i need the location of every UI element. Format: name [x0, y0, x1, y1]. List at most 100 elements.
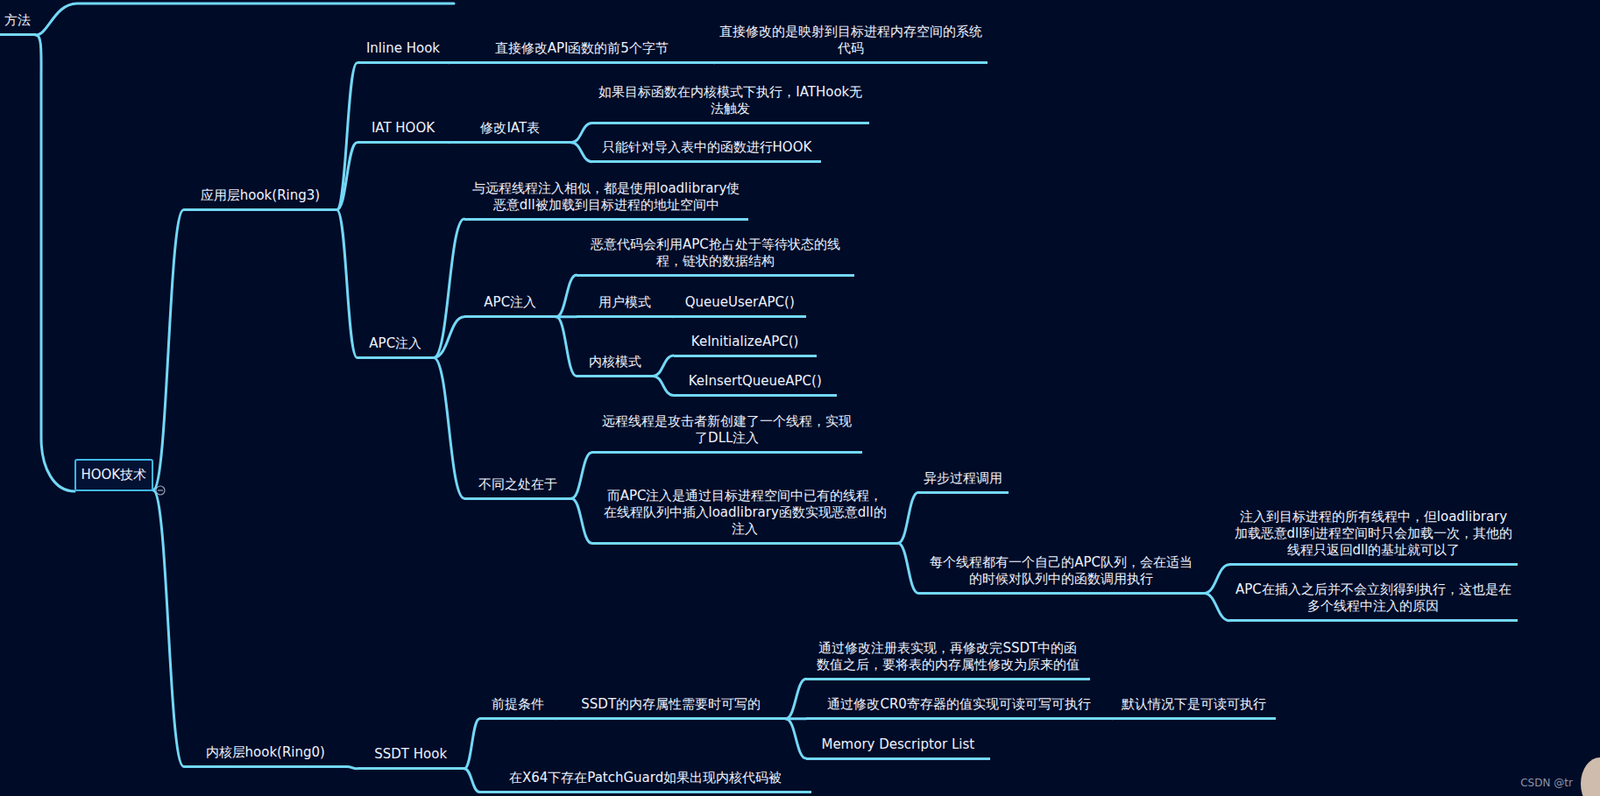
branch-connector [433, 317, 465, 359]
topic-node: 通过修改CR0寄存器的值实现可读可写可执行 [806, 696, 1112, 721]
branch-connector [571, 142, 592, 163]
node-text: KeInsertQueueAPC() [688, 373, 822, 390]
branch-connector [652, 355, 673, 376]
branch-connector [336, 63, 357, 211]
topic-node: Inline Hook [357, 40, 450, 64]
collapse-toggle [157, 489, 163, 491]
node-text: HOOK技术 [80, 467, 147, 484]
topic-node: 默认情况下是可读可执行 [1111, 696, 1275, 721]
node-text: 应用层hook(Ring3) [200, 187, 320, 205]
branch-connector [898, 543, 919, 594]
node-text: SSDT Hook [374, 746, 447, 764]
node-text: 用户模式 [598, 294, 652, 312]
node-text: 直接修改API函数的前5个字节 [495, 40, 669, 57]
topic-node: IAT HOOK [357, 120, 450, 144]
branch-connector [464, 769, 480, 793]
branch-connector [1203, 593, 1230, 621]
branch-connector [336, 210, 357, 359]
branch-connector [652, 375, 673, 396]
branch-connector [556, 317, 577, 377]
topic-node: 注入到目标进程的所有线程中，但loadlibrary加载恶意dll到进程空间时只… [1229, 509, 1517, 567]
topic-node: QueueUserAPC() [673, 294, 807, 319]
topic-node: 只能针对导入表中的函数进行HOOK [591, 139, 822, 163]
topic-node: 内核模式 [576, 353, 653, 378]
topic-node: 不同之处在于 [464, 476, 572, 501]
topic-node: 而APC注入是通过目标进程空间中已有的线程，在线程队列中插入loadlibrar… [591, 488, 898, 546]
branch-line [35, 35, 75, 492]
branch-connector [1203, 565, 1230, 595]
node-text: 不同之处在于 [478, 476, 558, 494]
node-text: 内核层hook(Ring0) [205, 744, 326, 762]
topic-node: 通过修改注册表实现，再修改完SSDT中的函数值之后，要将表的内存属性修改为原来的… [806, 640, 1091, 681]
topic-node: 应用层hook(Ring3) [184, 187, 338, 212]
node-text: 异步过程调用 [923, 470, 1003, 488]
node-text: 在X64下存在PatchGuard如果出现内核代码被 [509, 770, 782, 787]
node-text: 与远程线程注入相似，都是使用loadlibrary使恶意dll被加载到目标进程的… [470, 180, 742, 214]
branch-line [35, 3, 454, 36]
node-text: Memory Descriptor List [821, 736, 975, 754]
topic-node: APC注入 [357, 335, 434, 360]
topic-node: KeInsertQueueAPC() [673, 373, 837, 397]
node-text: 注入到目标进程的所有线程中，但loadlibrary加载恶意dll到进程空间时只… [1232, 509, 1514, 560]
node-text: 方法 [4, 12, 31, 29]
branch-connector [898, 492, 919, 544]
node-text: APC注入 [483, 294, 537, 312]
branch-connector [153, 210, 185, 491]
mascot-figure [1580, 757, 1600, 796]
node-text: 默认情况下是可读可执行 [1121, 696, 1267, 714]
node-text: 通过修改CR0寄存器的值实现可读可写可执行 [827, 696, 1091, 714]
branch-connector [785, 679, 807, 719]
topic-node: 方法 [0, 12, 36, 36]
node-text: 每个线程都有一个自己的APC队列，会在适当的时候对队列中的函数调用执行 [926, 554, 1197, 588]
topic-node: KeInitializeAPC() [673, 333, 817, 358]
node-text: 只能针对导入表中的函数进行HOOK [601, 139, 813, 156]
topic-node: SSDT的内存属性需要时可写的 [556, 696, 786, 721]
node-text: 通过修改注册表实现，再修改完SSDT中的函数值之后，要将表的内存属性修改为原来的… [814, 640, 1082, 674]
topic-node: 前提条件 [479, 696, 556, 721]
node-text: APC注入 [368, 335, 422, 353]
topic-node: 用户模式 [576, 294, 674, 319]
node-text: 恶意代码会利用APC抢占处于等待状态的线程，链状的数据结构 [580, 236, 851, 270]
branch-connector [571, 498, 592, 544]
topic-node: 远程线程是攻击者新创建了一个线程，实现了DLL注入 [591, 413, 863, 454]
topic-node: 如果目标函数在内核模式下执行，IATHook无法触发 [591, 84, 870, 125]
topic-node: 在X64下存在PatchGuard如果出现内核代码被 [479, 770, 811, 794]
node-text: Inline Hook [366, 40, 440, 57]
topic-node: 恶意代码会利用APC抢占处于等待状态的线程，链状的数据结构 [576, 236, 855, 277]
node-text: IAT HOOK [371, 120, 435, 137]
root-box: HOOK技术 [74, 459, 154, 492]
node-text: 内核模式 [588, 353, 642, 371]
node-text: 前提条件 [491, 696, 545, 714]
topic-node: 直接修改的是映射到目标进程内存空间的系统代码 [714, 23, 988, 64]
branch-connector [153, 490, 185, 768]
topic-node: Memory Descriptor List [806, 736, 991, 761]
topic-node: 修改IAT表 [448, 120, 572, 144]
topic-node: 异步过程调用 [918, 470, 1008, 495]
branch-connector [433, 219, 465, 358]
node-text: QueueUserAPC() [685, 294, 795, 312]
node-text: 远程线程是攻击者新创建了一个线程，实现了DLL注入 [599, 413, 855, 447]
branch-connector [346, 766, 358, 769]
node-text: APC在插入之后并不会立刻得到执行，这也是在多个线程中注入的原因 [1232, 581, 1514, 616]
watermark: CSDN @tr [1520, 777, 1573, 790]
branch-connector [571, 123, 592, 143]
topic-node: SSDT Hook [357, 746, 465, 771]
branch-connector [336, 142, 357, 211]
topic-node: 每个线程都有一个自己的APC队列，会在适当的时候对队列中的函数调用执行 [918, 554, 1204, 595]
node-text: 直接修改的是映射到目标进程内存空间的系统代码 [717, 23, 985, 57]
topic-node: 与远程线程注入相似，都是使用loadlibrary使恶意dll被加载到目标进程的… [464, 180, 749, 221]
branch-connector [464, 719, 480, 770]
branch-connector [556, 275, 577, 318]
node-text: 如果目标函数在内核模式下执行，IATHook无法触发 [594, 84, 866, 118]
node-text: KeInitializeAPC() [691, 333, 800, 351]
collapse-toggle [155, 486, 165, 496]
topic-node: APC在插入之后并不会立刻得到执行，这也是在多个线程中注入的原因 [1229, 581, 1517, 623]
branch-connector [785, 719, 807, 759]
node-text: 而APC注入是通过目标进程空间中已有的线程，在线程队列中插入loadlibrar… [602, 488, 887, 539]
topic-node: 内核层hook(Ring0) [184, 744, 347, 769]
branch-connector [433, 357, 465, 499]
topic-node: APC注入 [464, 294, 557, 319]
